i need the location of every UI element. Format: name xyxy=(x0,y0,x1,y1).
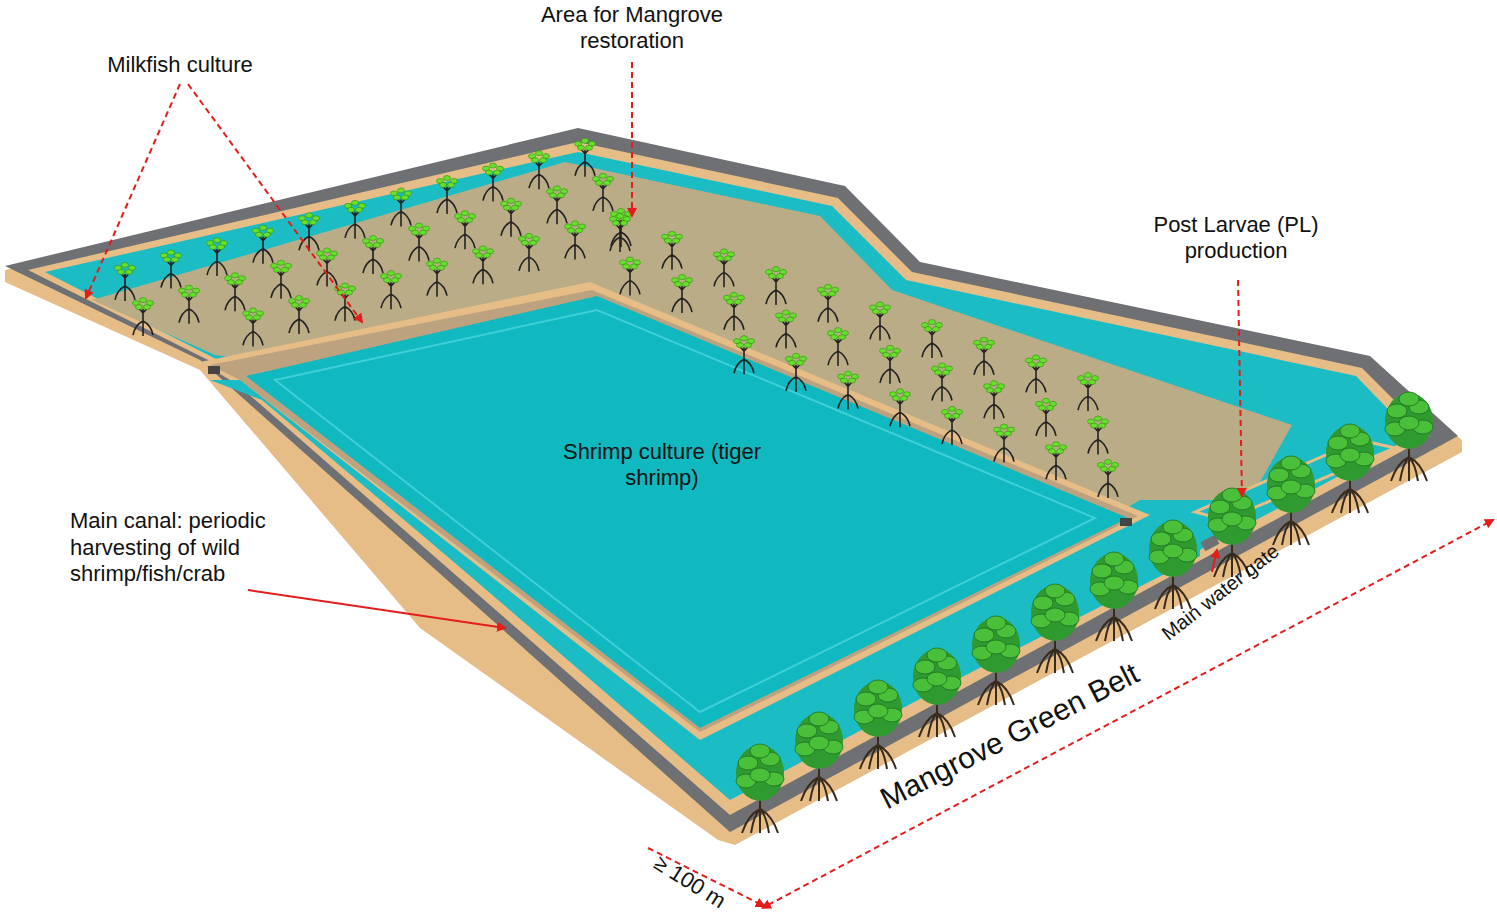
mangrove-sapling xyxy=(243,308,264,347)
mangrove-sapling xyxy=(838,371,859,410)
mangrove-sapling xyxy=(299,213,320,252)
pond-inner-line xyxy=(275,310,1095,712)
mangrove-sapling xyxy=(519,233,540,272)
mangrove-sapling xyxy=(133,298,154,337)
mangrove-sapling xyxy=(818,284,839,323)
mangrove-sapling xyxy=(271,260,292,299)
mangrove-sapling xyxy=(922,320,943,359)
pond-region: Shrimp culture (tiger shrimp) xyxy=(557,439,767,492)
mangrove-sapling xyxy=(547,186,568,225)
mangrove-tree xyxy=(736,744,784,833)
mangrove-sapling xyxy=(880,345,901,384)
mangrove-sapling xyxy=(610,214,631,253)
mangrove-tree xyxy=(1031,584,1079,673)
mangrove-sapling xyxy=(427,258,448,297)
callout-label: Post Larvae (PL) production xyxy=(1136,212,1336,265)
mangrove-sapling xyxy=(984,381,1005,420)
leader-line xyxy=(1238,280,1242,496)
mangrove-sapling xyxy=(1026,355,1047,394)
mangrove-sapling xyxy=(932,363,953,402)
mangrove-sapling xyxy=(207,238,228,276)
dimension-line xyxy=(768,520,1493,905)
mangrove-sapling xyxy=(529,151,550,190)
callout-label: ≥ 100 m xyxy=(649,850,730,914)
mangrove-sapling xyxy=(1088,416,1109,455)
mangrove-tree xyxy=(1326,424,1374,513)
mangrove-sapling xyxy=(994,424,1015,463)
mangrove-sapling xyxy=(786,353,807,392)
mangrove-sapling xyxy=(317,248,338,287)
leader-line xyxy=(1212,550,1217,572)
dike-inner xyxy=(28,142,1430,815)
pl-production-pond xyxy=(1195,440,1395,520)
mangrove-sapling xyxy=(501,198,522,237)
canal-water xyxy=(45,152,1414,800)
mangrove-sapling xyxy=(974,337,995,376)
pond-label: Shrimp culture (tiger shrimp) xyxy=(557,439,767,492)
mangrove-sapling xyxy=(662,231,683,270)
mangrove-sapling xyxy=(890,389,911,428)
callout-label: Area for Mangrove restoration xyxy=(507,2,757,55)
mangrove-sapling xyxy=(1036,398,1057,437)
mangrove-sapling xyxy=(473,246,494,285)
mangrove-tree xyxy=(972,616,1020,705)
mangrove-sapling xyxy=(179,285,200,324)
leader-line xyxy=(86,84,180,298)
mangrove-sapling xyxy=(381,271,402,310)
mangrove-sapling xyxy=(565,221,586,260)
mangrove-sapling xyxy=(1098,459,1119,498)
mangrove-sapling xyxy=(115,262,136,301)
leader-line xyxy=(188,84,362,322)
callout-label: Milkfish culture xyxy=(70,52,290,78)
mangrove-tree xyxy=(854,680,902,769)
mangrove-sapling xyxy=(437,176,458,215)
mangrove-sapling xyxy=(724,292,745,331)
mangrove-sapling xyxy=(776,310,797,349)
mangrove-sapling xyxy=(1078,373,1099,412)
callout-label: Main canal: periodic harvesting of wild … xyxy=(70,508,350,587)
mangrove-sapling xyxy=(672,275,693,314)
mangrove-sapling xyxy=(593,173,614,212)
mangrove-sapling xyxy=(1046,442,1067,481)
mangrove-sapling xyxy=(363,235,384,273)
pond-dike-gray xyxy=(210,290,1138,732)
leader-line xyxy=(631,62,633,216)
mangrove-sapling xyxy=(828,328,849,367)
mangrove-sapling xyxy=(714,249,735,287)
mangrove-sapling xyxy=(225,273,246,312)
pond-gate xyxy=(1120,518,1132,526)
mangrove-sapling xyxy=(734,336,755,375)
mangrove-sapling xyxy=(620,257,641,296)
mangrove-sapling xyxy=(455,211,476,250)
mangrove-sapling xyxy=(870,302,891,341)
mangrove-tree xyxy=(1090,552,1138,641)
mangrove-sapling xyxy=(161,250,182,289)
mangrove-sapling xyxy=(409,223,430,262)
dike-top xyxy=(5,128,1458,832)
mangrove-sapling xyxy=(391,188,412,227)
mangrove-tree xyxy=(1267,456,1315,545)
pond-dike xyxy=(200,282,1150,742)
mangrove-sapling xyxy=(289,295,310,334)
mangrove-tree xyxy=(913,648,961,737)
platform-side xyxy=(5,130,1462,845)
shrimp-pond xyxy=(246,296,1128,728)
mangrove-sapling xyxy=(253,225,274,264)
leader-line xyxy=(248,590,505,628)
mangrove-sapling xyxy=(575,138,596,177)
mangrove-sapling xyxy=(942,406,963,445)
mangrove-tree xyxy=(1149,520,1197,609)
mangrove-tree xyxy=(1385,392,1433,481)
mangrove-sapling xyxy=(766,267,787,306)
mangrove-sapling xyxy=(483,163,504,202)
mangrove-sapling xyxy=(345,200,366,239)
canal-gate xyxy=(208,366,220,374)
mangrove-tree xyxy=(795,712,843,801)
